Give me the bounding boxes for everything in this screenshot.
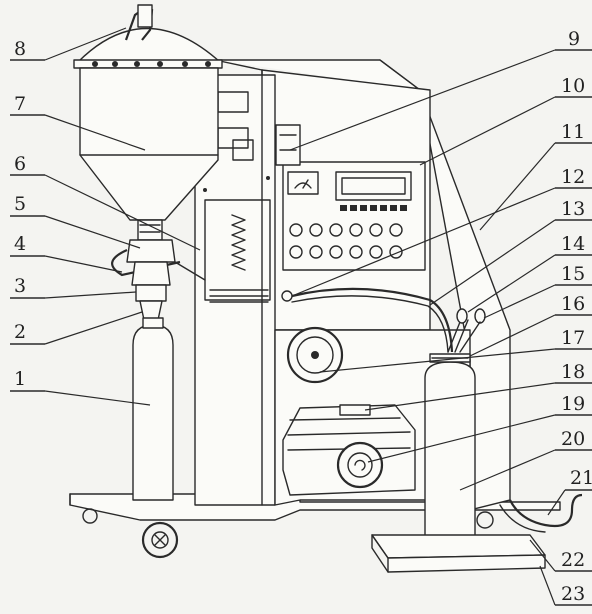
callout-8: 8 [10, 27, 127, 61]
callout-14: 14 [467, 233, 592, 313]
pulley-wheel [286, 326, 344, 384]
receiving-cylinder [424, 353, 476, 541]
keypad-buttons [289, 223, 403, 259]
callout-16: 16 [469, 293, 592, 357]
power-cord [499, 493, 583, 533]
label-16: 16 [561, 293, 585, 315]
callout-21: 21 [547, 467, 592, 516]
label-9: 9 [568, 28, 580, 50]
callout-17: 17 [319, 327, 592, 373]
label-23: 23 [561, 583, 585, 605]
label-14: 14 [561, 233, 585, 255]
caster-wheel [141, 521, 179, 559]
callout-7: 7 [10, 93, 146, 151]
scale-platform [371, 511, 546, 573]
gauge-meter [287, 171, 319, 195]
callout-1: 1 [10, 368, 151, 406]
label-12: 12 [561, 166, 585, 188]
hopper [73, 4, 223, 221]
callout-3: 3 [10, 275, 137, 299]
label-6: 6 [14, 153, 26, 175]
fill-cylinder [132, 317, 174, 501]
right-callouts: 9 10 11 12 13 14 15 [289, 28, 592, 606]
label-10: 10 [561, 75, 585, 97]
label-19: 19 [561, 393, 585, 415]
digital-display [335, 171, 412, 201]
control-panel [275, 124, 426, 302]
label-21: 21 [570, 467, 592, 489]
label-15: 15 [561, 263, 585, 285]
callout-11: 11 [479, 121, 592, 231]
label-1: 1 [14, 368, 26, 390]
left-callouts: 8 7 6 5 4 3 2 [10, 27, 201, 406]
callout-22: 22 [529, 539, 592, 572]
callout-18: 18 [364, 361, 592, 411]
label-8: 8 [14, 38, 26, 60]
spring-coil [231, 214, 246, 271]
label-20: 20 [561, 428, 585, 450]
callout-6: 6 [10, 153, 201, 251]
display-buttons [340, 205, 407, 211]
callout-5: 5 [10, 193, 141, 249]
callout-2: 2 [10, 311, 143, 345]
label-17: 17 [561, 327, 585, 349]
label-4: 4 [14, 233, 26, 255]
valve-block [275, 124, 301, 166]
label-18: 18 [561, 361, 585, 383]
label-5: 5 [14, 193, 26, 215]
filling-valve [111, 219, 206, 321]
label-3: 3 [14, 275, 26, 297]
lid-bolts [92, 61, 211, 67]
label-13: 13 [561, 198, 585, 220]
callout-13: 13 [429, 198, 592, 306]
label-22: 22 [561, 549, 585, 571]
label-2: 2 [14, 321, 26, 343]
gas-hoses [291, 287, 486, 353]
callout-23: 23 [539, 565, 592, 606]
callout-19: 19 [367, 393, 592, 463]
callout-10: 10 [419, 75, 592, 166]
callout-15: 15 [483, 263, 592, 319]
motor [282, 404, 416, 496]
callout-20: 20 [459, 428, 592, 491]
label-11: 11 [561, 121, 585, 143]
callout-12: 12 [291, 166, 592, 297]
callout-9: 9 [289, 28, 592, 151]
callout-4: 4 [10, 233, 123, 273]
label-7: 7 [14, 93, 26, 115]
